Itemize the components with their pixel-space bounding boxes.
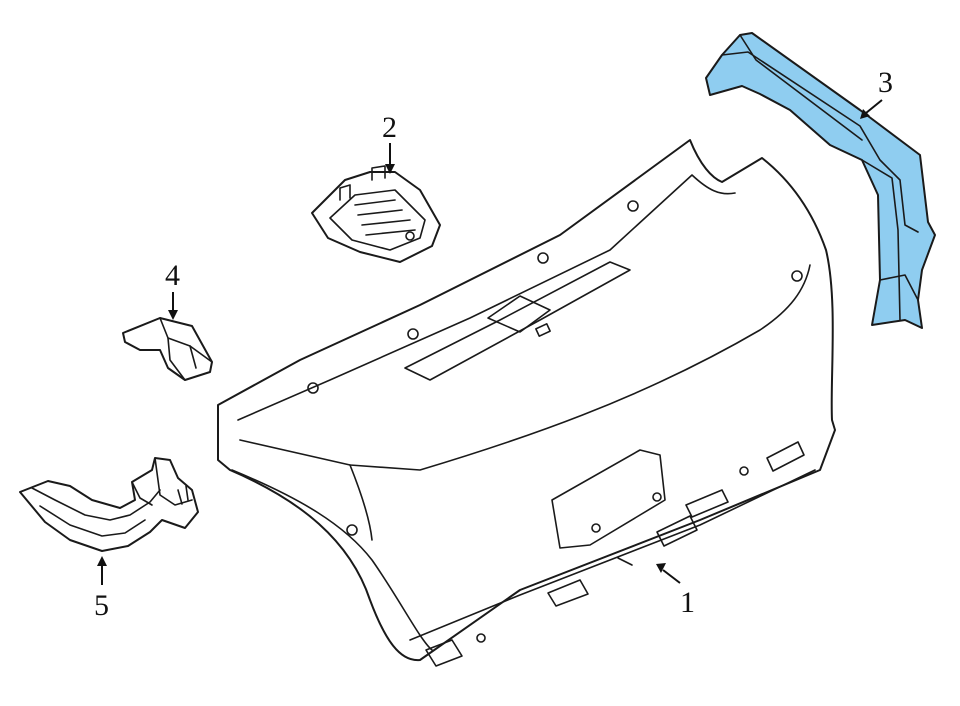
callout-2: 2 [382,111,397,174]
leader-arrow-5 [97,556,107,566]
callout-3: 3 [860,66,893,119]
callout-4: 4 [165,259,180,320]
callout-label-3: 3 [878,66,893,99]
part-1-trim-panel [217,139,836,667]
callout-label-5: 5 [94,589,109,622]
part-3-side-trim [705,32,936,329]
leader-arrow-2 [385,164,395,174]
callout-label-2: 2 [382,111,397,144]
leader-line-1 [662,569,681,584]
part-2-lamp-bracket [311,165,441,263]
callout-label-1: 1 [680,586,695,619]
callout-1: 1 [656,563,695,619]
part-4-bracket [122,317,213,381]
callout-5: 5 [94,556,109,622]
callout-label-4: 4 [165,259,180,292]
part-5-curved-trim [19,457,199,552]
part-3-highlight [705,32,936,329]
leader-line-3 [865,99,883,114]
leader-arrow-4 [168,310,178,320]
leader-arrow-1 [656,563,666,573]
leader-arrow-3 [860,109,870,119]
